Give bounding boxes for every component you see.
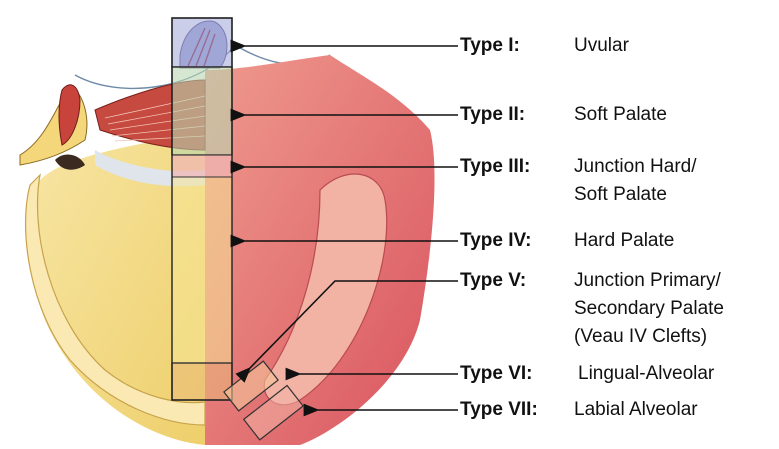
type-iv-label: Type IV: <box>460 229 531 252</box>
type-iii-desc-line1: Junction Hard/ <box>574 155 697 178</box>
type-v-desc-line1: Junction Primary/ <box>574 269 721 292</box>
type-i-label: Type I: <box>460 34 520 57</box>
type-iii-desc-line2: Soft Palate <box>574 183 667 206</box>
type-v-desc-line3: (Veau IV Clefts) <box>574 325 707 348</box>
zone-type-i <box>172 18 232 67</box>
zone-type-v <box>172 363 232 400</box>
type-iv-desc: Hard Palate <box>574 229 674 252</box>
type-iii-label: Type III: <box>460 155 530 178</box>
type-vii-desc: Labial Alveolar <box>574 398 698 421</box>
zone-type-iii <box>172 155 232 177</box>
type-ii-label: Type II: <box>460 103 525 126</box>
type-v-label: Type V: <box>460 269 526 292</box>
type-i-desc: Uvular <box>574 34 629 57</box>
type-vi-desc: Lingual-Alveolar <box>578 362 714 385</box>
zone-type-iv <box>172 177 232 363</box>
zone-type-ii <box>172 67 232 155</box>
type-vi-label: Type VI: <box>460 362 533 385</box>
type-ii-desc: Soft Palate <box>574 103 667 126</box>
type-v-desc-line2: Secondary Palate <box>574 297 724 320</box>
type-vii-label: Type VII: <box>460 398 538 421</box>
